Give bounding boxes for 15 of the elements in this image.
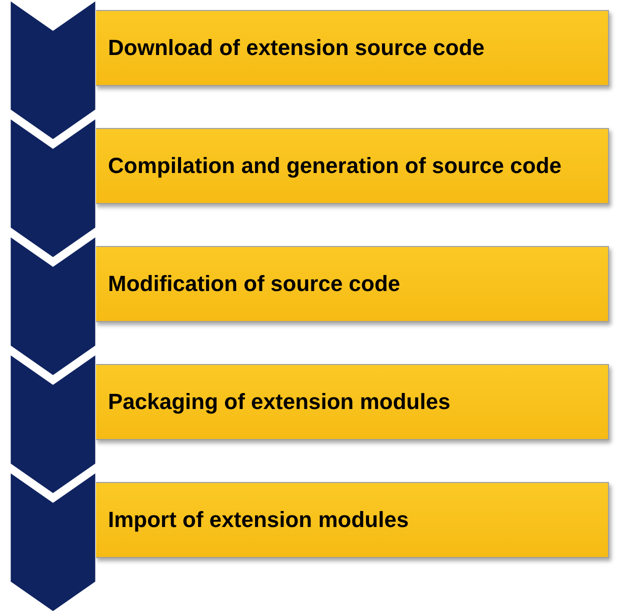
step-text: Import of extension modules xyxy=(108,506,409,534)
chevron-shape xyxy=(10,236,96,376)
step-box xyxy=(95,10,609,86)
step-text: Compilation and generation of source code xyxy=(108,152,562,180)
chevron-shape xyxy=(10,354,96,494)
step-box xyxy=(95,364,609,440)
step-box xyxy=(95,482,609,558)
step-text: Packaging of extension modules xyxy=(108,388,450,416)
chevron-shape xyxy=(10,118,96,258)
step-text: Download of extension source code xyxy=(108,34,485,62)
chevron-shape xyxy=(10,0,96,140)
step-text: Modification of source code xyxy=(108,270,400,298)
chevron-shape xyxy=(10,472,96,612)
step-box xyxy=(95,128,609,204)
step-box xyxy=(95,246,609,322)
